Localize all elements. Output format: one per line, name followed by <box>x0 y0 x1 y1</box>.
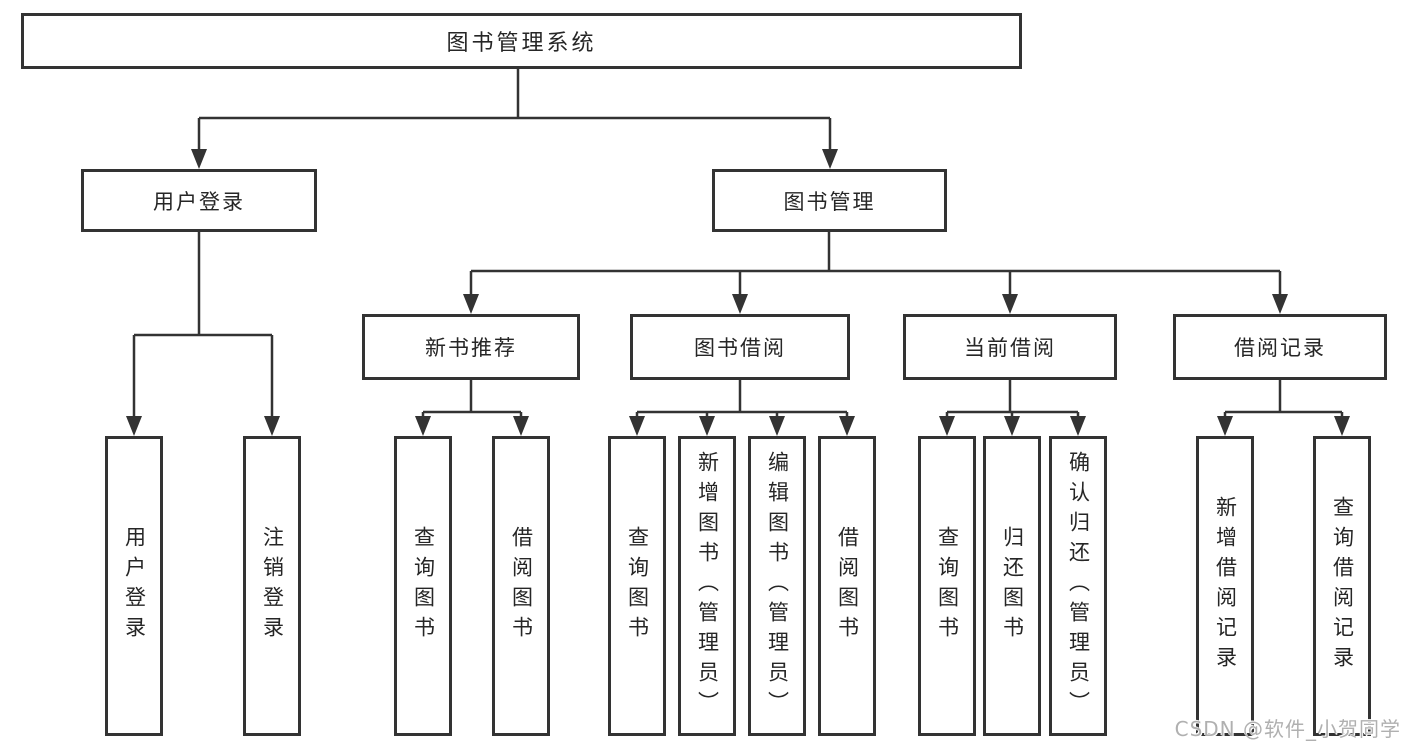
arrow-down-icon <box>1334 416 1350 436</box>
arrow-down-icon <box>415 416 431 436</box>
arrow-down-icon <box>1004 416 1020 436</box>
node-label: 查询图书 <box>935 526 960 646</box>
arrow-down-icon <box>769 416 785 436</box>
node-borrow-records: 借阅记录 <box>1173 314 1387 380</box>
branch-root <box>197 69 832 154</box>
arrow-down-icon <box>126 416 142 436</box>
arrowheads <box>126 149 1350 436</box>
arrow-down-icon <box>822 149 838 169</box>
csdn-watermark: CSDN @软件_小贺同学 <box>1174 717 1401 741</box>
node-label: 新增借阅记录 <box>1213 496 1238 676</box>
arrow-down-icon <box>629 416 645 436</box>
node-book-borrow: 图书借阅 <box>630 314 850 380</box>
node-user-login: 用户登录 <box>81 169 317 232</box>
arrow-down-icon <box>939 416 955 436</box>
node-label: 借阅图书 <box>509 526 534 646</box>
tree-branch-lines <box>132 69 1344 421</box>
leaf-query-books-recommend: 查询图书 <box>394 436 452 736</box>
node-label: 借阅图书 <box>835 526 860 646</box>
arrow-down-icon <box>513 416 529 436</box>
arrow-down-icon <box>191 149 207 169</box>
node-label: 当前借阅 <box>964 336 1056 360</box>
node-library-management-system: 图书管理系统 <box>21 13 1022 69</box>
arrow-down-icon <box>1217 416 1233 436</box>
branch-borrow-records <box>1223 380 1344 421</box>
leaf-query-books-current: 查询图书 <box>918 436 976 736</box>
leaf-return-book: 归还图书 <box>983 436 1041 736</box>
branch-book-borrow <box>635 380 849 421</box>
node-current-borrow: 当前借阅 <box>903 314 1117 380</box>
leaf-add-borrow-record: 新增借阅记录 <box>1196 436 1254 736</box>
node-label: 图书借阅 <box>694 336 786 360</box>
node-book-management: 图书管理 <box>712 169 947 232</box>
leaf-query-borrow-record: 查询借阅记录 <box>1313 436 1371 736</box>
arrow-down-icon <box>699 416 715 436</box>
node-label: 图书管理 <box>783 189 876 214</box>
branch-new-book-recommend <box>421 380 523 421</box>
arrow-down-icon <box>732 294 748 314</box>
node-label: 确认归还（管理员） <box>1066 451 1091 721</box>
arrow-down-icon <box>1002 294 1018 314</box>
arrow-down-icon <box>839 416 855 436</box>
node-label: 注销登录 <box>260 526 285 646</box>
leaf-add-book-admin: 新增图书（管理员） <box>678 436 736 736</box>
node-new-book-recommend: 新书推荐 <box>362 314 580 380</box>
leaf-borrow-books-recommend: 借阅图书 <box>492 436 550 736</box>
branch-current-borrow <box>945 380 1080 421</box>
node-label: 借阅记录 <box>1234 336 1326 360</box>
arrow-down-icon <box>463 294 479 314</box>
leaf-confirm-return-admin: 确认归还（管理员） <box>1049 436 1107 736</box>
node-label: 用户登录 <box>153 189 245 214</box>
node-label: 查询借阅记录 <box>1330 496 1355 676</box>
node-label: 查询图书 <box>411 526 436 646</box>
node-label: 查询图书 <box>625 526 650 646</box>
leaf-borrow-books: 借阅图书 <box>818 436 876 736</box>
arrow-down-icon <box>1070 416 1086 436</box>
node-label: 用户登录 <box>122 526 147 646</box>
leaf-logout: 注销登录 <box>243 436 301 736</box>
leaf-edit-book-admin: 编辑图书（管理员） <box>748 436 806 736</box>
node-label: 新书推荐 <box>425 336 517 360</box>
leaf-user-login: 用户登录 <box>105 436 163 736</box>
node-label: 编辑图书（管理员） <box>765 451 790 721</box>
node-label: 新增图书（管理员） <box>695 451 720 721</box>
arrow-down-icon <box>264 416 280 436</box>
arrow-down-icon <box>1272 294 1288 314</box>
node-label: 图书管理系统 <box>446 31 597 56</box>
branch-book-management <box>469 232 1282 299</box>
node-label: 归还图书 <box>1000 526 1025 646</box>
branch-user-login <box>132 232 274 421</box>
leaf-query-books-borrow: 查询图书 <box>608 436 666 736</box>
